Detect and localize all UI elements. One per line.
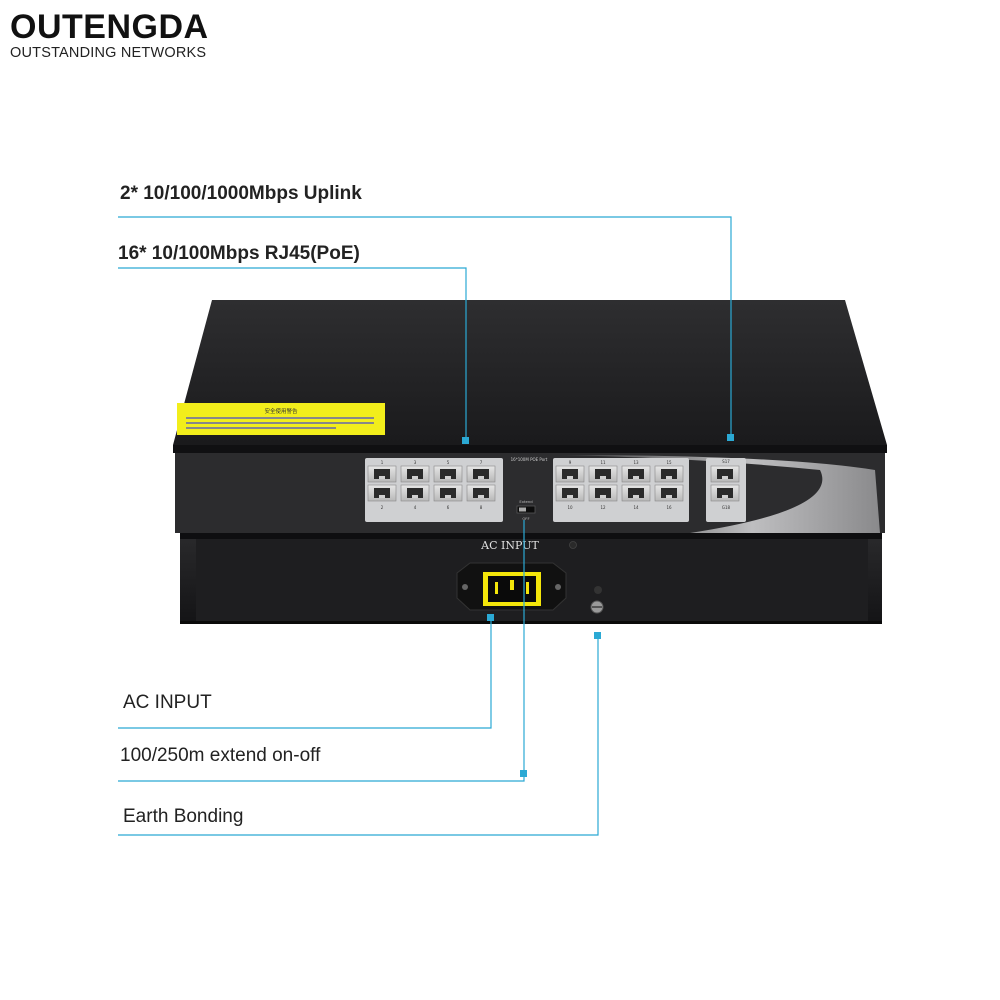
port-number-top: 11 xyxy=(600,460,606,465)
port-number-top: 9 xyxy=(569,460,572,465)
callout-ac-input-label: AC INPUT xyxy=(123,692,212,713)
rj45-port-14 xyxy=(621,484,651,502)
port-number-bottom: 14 xyxy=(633,505,639,510)
callout-extend-label: 100/250m extend on-off xyxy=(120,745,321,766)
uplink-header: S17 xyxy=(722,459,730,464)
rj45-port-4 xyxy=(400,484,430,502)
panel-title: 16*100M POE Port xyxy=(511,457,548,462)
port-number-bottom: 10 xyxy=(567,505,573,510)
brand-name: OUTENGDA xyxy=(10,8,209,46)
earth-screw xyxy=(590,586,604,614)
switch-label-off: OFF xyxy=(522,516,529,521)
rj45-port-2 xyxy=(367,484,397,502)
port-number-bottom: 16 xyxy=(666,505,672,510)
warning-sticker: 安全使用警告 xyxy=(177,403,385,435)
switch-label-extend: Extend xyxy=(519,499,533,504)
power-inlet xyxy=(456,562,567,611)
rj45-port-16 xyxy=(654,484,684,502)
port-number-top: 13 xyxy=(633,460,639,465)
callout-earth-label: Earth Bonding xyxy=(123,806,244,827)
status-dot xyxy=(569,541,577,549)
rj45-port-3 xyxy=(400,465,430,483)
ac-input-callout-marker xyxy=(487,614,494,621)
chassis-lower-lip xyxy=(180,533,882,539)
port-number-bottom: 2 xyxy=(381,505,384,510)
callout-uplink-label: 2* 10/100/1000Mbps Uplink xyxy=(120,183,362,204)
port-number-bottom: 4 xyxy=(414,505,417,510)
earth-callout-line xyxy=(118,637,599,836)
rj45-port-9 xyxy=(555,465,585,483)
extend-switch: Extend OFF xyxy=(516,499,536,521)
rj45-port-7 xyxy=(466,465,496,483)
port-number-top: 1 xyxy=(381,460,384,465)
port-number-bottom: 6 xyxy=(447,505,450,510)
port-number-bottom: 12 xyxy=(600,505,606,510)
port-number-top: 15 xyxy=(666,460,672,465)
chassis-lid-edge xyxy=(173,445,887,453)
earth-callout-marker xyxy=(594,632,601,639)
brand-logo: OUTENGDA OUTSTANDING NETWORKS xyxy=(10,8,209,60)
rj45-port-15 xyxy=(654,465,684,483)
port-number-top: 3 xyxy=(414,460,417,465)
uplink-callout-line xyxy=(118,216,732,437)
brand-tagline: OUTSTANDING NETWORKS xyxy=(10,45,207,61)
ac-input-callout-line xyxy=(118,618,492,729)
rj45-port-5 xyxy=(433,465,463,483)
sticker-title: 安全使用警告 xyxy=(264,407,298,415)
uplink-callout-marker xyxy=(727,434,734,441)
device-ac-input-text: AC INPUT xyxy=(480,539,539,552)
port-number-top: 7 xyxy=(480,460,483,465)
port-number-bottom: 8 xyxy=(480,505,483,510)
rj45-port-8 xyxy=(466,484,496,502)
rj45-port-10 xyxy=(555,484,585,502)
extend-callout-marker xyxy=(520,770,527,777)
callout-poe-ports-label: 16* 10/100Mbps RJ45(PoE) xyxy=(118,243,360,264)
extend-callout-line xyxy=(118,520,525,782)
poe-callout-marker xyxy=(462,437,469,444)
front-panel-swoosh xyxy=(560,455,880,533)
poe-callout-line xyxy=(118,267,467,441)
rj45-port-12 xyxy=(588,484,618,502)
rj45-port-6 xyxy=(433,484,463,502)
rj45-port-13 xyxy=(621,465,651,483)
uplink-port-18 xyxy=(710,484,740,502)
uplink-port-17 xyxy=(710,465,740,483)
uplink-port-label: G18 xyxy=(722,505,731,510)
chassis-base-edge xyxy=(180,621,882,624)
rj45-port-1 xyxy=(367,465,397,483)
port-number-top: 5 xyxy=(447,460,450,465)
rj45-port-11 xyxy=(588,465,618,483)
